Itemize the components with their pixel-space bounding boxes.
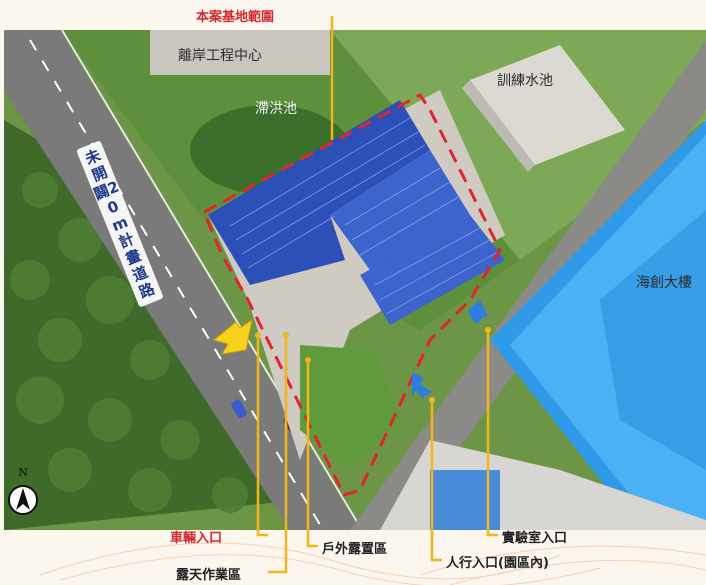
outdoor-work-area-label: 露天作業區 [176, 568, 242, 583]
lab-entrance-label: 實驗室入口 [502, 531, 568, 546]
pedestrian-entrance-arrow [412, 372, 432, 398]
detention-pond-label: 滯洪池 [255, 101, 297, 117]
north-arrow-icon [8, 485, 38, 515]
callout-lines [256, 16, 498, 574]
contour-lines [39, 542, 706, 585]
vehicle-entrance-arrow [212, 318, 253, 355]
offshore-center-building [150, 30, 330, 75]
lab-entrance-arrow [468, 300, 488, 324]
outdoor-storage-lawn [300, 345, 400, 470]
aerial-area [4, 29, 706, 531]
training-pool-label: 訓練水池 [497, 73, 553, 89]
haichuang-building-label: 海創大樓 [636, 275, 692, 291]
vehicle-entrance-label: 車輛入口 [170, 531, 223, 546]
internal-road [350, 40, 706, 530]
offshore-center-label: 離岸工程中心 [178, 48, 262, 64]
site-boundary-label: 本案基地範圍 [196, 10, 275, 25]
solar-roofs [208, 100, 505, 325]
north-label: N [18, 466, 28, 479]
pedestrian-entrance-label: 人行入口(園區內) [446, 556, 549, 571]
outdoor-storage-label: 戶外露置區 [322, 542, 388, 557]
callout-dots [255, 327, 491, 403]
site-boundary [202, 93, 502, 497]
training-pool-building [470, 45, 625, 165]
